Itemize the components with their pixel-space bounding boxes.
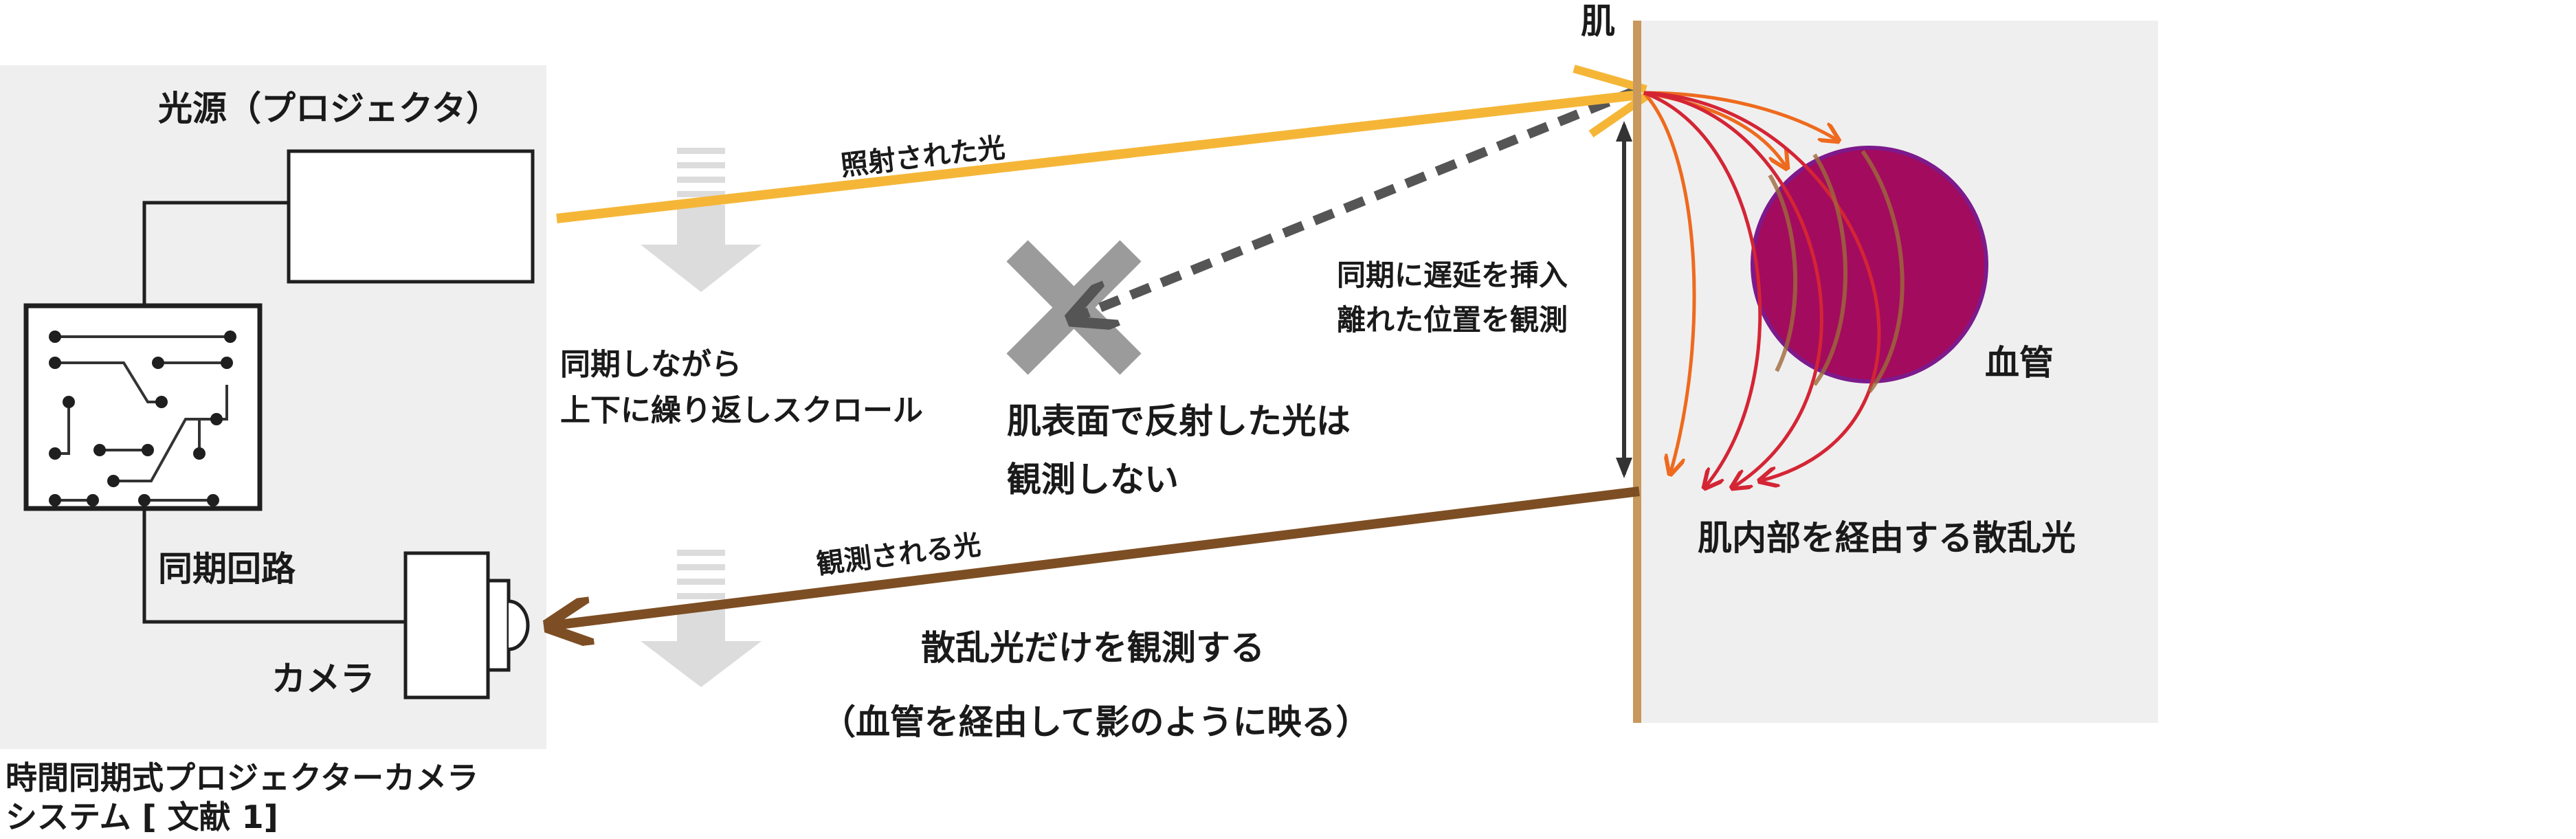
wiring [142, 201, 406, 624]
cross-icon [1006, 240, 1142, 375]
observed-light-beam [553, 486, 1640, 625]
camera-label: カメラ [271, 659, 375, 699]
only-scatter-label-line1: 散乱光だけを観測する [921, 628, 1265, 668]
scroll-arrow-top [641, 148, 762, 292]
projector-box [287, 149, 535, 284]
scattered-light-label: 肌内部を経由する散乱光 [1698, 518, 2076, 558]
light-source-label: 光源（プロジェクタ） [158, 89, 500, 128]
sync-circuit-label: 同期回路 [158, 549, 296, 589]
system-title-line1: 時間同期式プロジェクターカメラ [5, 759, 478, 796]
reflect-label-line2: 観測しない [1007, 460, 1179, 500]
only-scatter-label-line2: （血管を経由して影のように映る） [821, 702, 1370, 742]
scroll-label-line1: 同期しながら [560, 347, 742, 382]
sync-circuit-board [23, 303, 263, 511]
scroll-arrow-bottom [641, 550, 762, 687]
scatter-light-arrows [1643, 91, 1881, 488]
blood-vessel-circle [1751, 146, 1988, 383]
delay-label-line2: 離れた位置を観測 [1337, 303, 1568, 337]
illuminated-light-beam [556, 90, 1640, 223]
system-title-line2: システム [ 文献 1] [5, 798, 278, 836]
scatter-arcs-in-vessel [1768, 150, 1905, 393]
delay-label-line1: 同期に遅延を挿入 [1337, 258, 1568, 292]
reflect-label-line1: 肌表面で反射した光は [1007, 401, 1351, 441]
scroll-label-line2: 上下に繰り返しスクロール [560, 393, 923, 428]
camera-body [403, 551, 530, 700]
reflected-light-dashed [1076, 85, 1641, 317]
blood-vessel-label: 血管 [1985, 343, 2054, 383]
skin-label: 肌 [1581, 1, 1615, 41]
